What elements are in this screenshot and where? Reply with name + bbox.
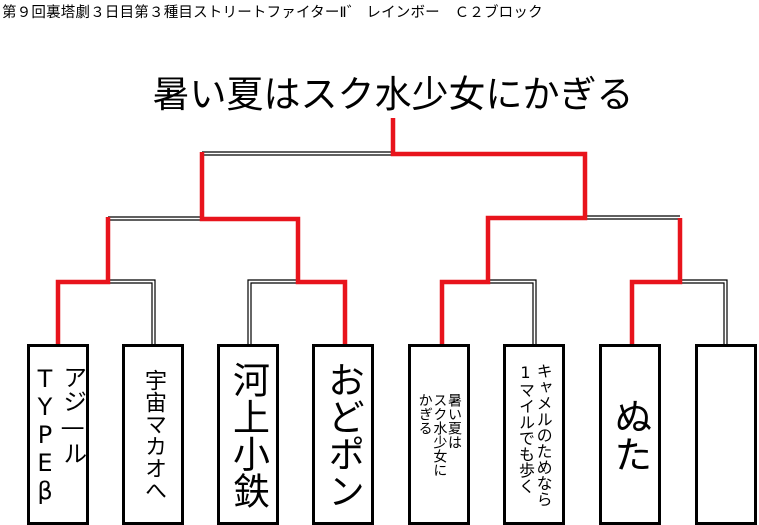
- entrant-name: ぬた: [608, 396, 652, 473]
- block-header: 第９回裏塔劇３日目第３種目ストリートファイターⅡ゛ レインボー Ｃ２ブロック: [2, 5, 543, 21]
- left-r1-winner-line: [55, 217, 111, 344]
- entrant-name: おどポン: [321, 360, 365, 509]
- entrant-name: 暑い夏は スク水少女に かぎる: [416, 392, 463, 477]
- entrant-name: 河上小鉄: [226, 360, 270, 509]
- entrant-box-1: アジ—ル TYPEβ: [27, 344, 89, 525]
- winner-lines: [55, 118, 683, 344]
- entrant-box-8: [695, 344, 757, 525]
- entrant-box-6: キャメルのためなら 1マイルでも歩く: [503, 344, 565, 525]
- entrant-box-2: 宇宙マカオへ: [122, 344, 184, 525]
- entrant-box-7: ぬた: [599, 344, 661, 525]
- entrant-box-3: 河上小鉄: [217, 344, 279, 525]
- champion-name: 暑い夏はスク水少女にかぎる: [152, 73, 634, 116]
- entrant-name: 宇宙マカオへ: [141, 368, 166, 501]
- entrant-box-5: 暑い夏は スク水少女に かぎる: [408, 344, 470, 525]
- right-semi-winner-line: [629, 218, 683, 344]
- entrant-name: アジ—ル TYPEβ: [31, 364, 87, 505]
- entrant-box-4: おどポン: [312, 344, 374, 525]
- left-semi-winner-line: [199, 152, 348, 344]
- bracket-lines-plain: [108, 151, 728, 344]
- final-winner-line: [390, 118, 588, 344]
- entrant-name: キャメルのためなら 1マイルでも歩く: [516, 362, 553, 507]
